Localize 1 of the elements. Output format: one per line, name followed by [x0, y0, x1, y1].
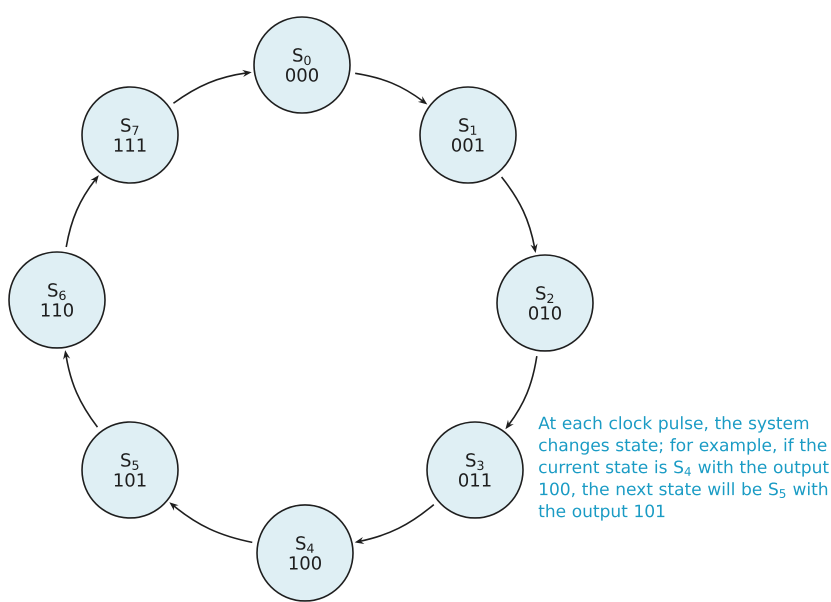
note-text: At each clock pulse, the system changes state; for example, if the current state is S$_{4}$ with the output 100, the next state will be S$_{5}$ with the output 101: [538, 416, 829, 521]
